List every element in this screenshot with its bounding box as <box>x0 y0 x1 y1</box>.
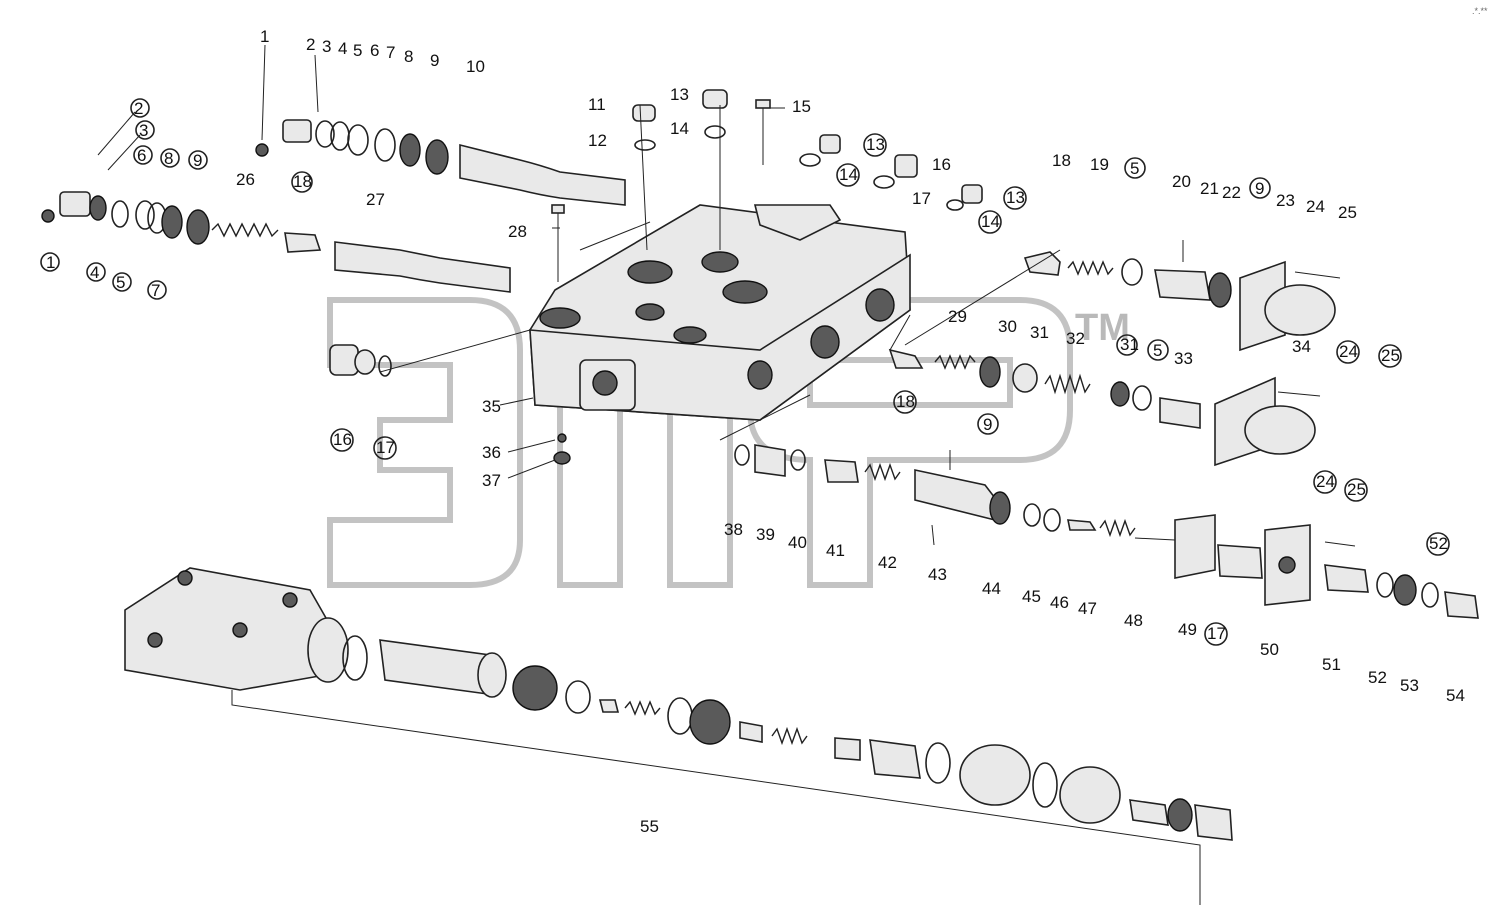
part-label: 54 <box>1446 686 1465 705</box>
part-label: 36 <box>482 443 501 462</box>
part-label: 25 <box>1381 346 1400 365</box>
part-label: 31 <box>1120 335 1139 354</box>
part-label: 35 <box>482 397 501 416</box>
part-label: 18 <box>1052 151 1071 170</box>
part-label: 1 <box>260 27 269 46</box>
part-label: 25 <box>1347 480 1366 499</box>
part-label: 5 <box>1153 341 1162 360</box>
part-label: 44 <box>982 579 1001 598</box>
part-label: 29 <box>948 307 967 326</box>
part-label: 13 <box>866 135 885 154</box>
part-label: 42 <box>878 553 897 572</box>
valve-body <box>529 204 911 421</box>
left-side-fittings <box>329 344 571 465</box>
part-label: 55 <box>640 817 659 836</box>
right-middle-assembly <box>888 348 1321 467</box>
part-labels: 1 2 3 4 5 6 7 8 9 10 2 3 6 8 9 1 4 5 7 2… <box>40 27 1465 836</box>
part-label: 24 <box>1339 342 1358 361</box>
part-label: 5 <box>353 41 362 60</box>
part-label: 30 <box>998 317 1017 336</box>
part-label: 4 <box>338 39 347 58</box>
part-label: 27 <box>366 190 385 209</box>
part-label: 9 <box>193 151 202 170</box>
part-label: 50 <box>1260 640 1279 659</box>
part-label: 53 <box>1400 676 1419 695</box>
lower-right-assembly <box>734 444 1479 619</box>
part-label: 8 <box>404 47 413 66</box>
top-fittings <box>551 89 983 282</box>
part-label: 7 <box>151 281 160 300</box>
part-label: 37 <box>482 471 501 490</box>
part-label: 7 <box>386 43 395 62</box>
part-label: 14 <box>981 212 1000 231</box>
part-label: 22 <box>1222 183 1241 202</box>
part-label: 5 <box>1130 159 1139 178</box>
part-label: 46 <box>1050 593 1069 612</box>
part-label: 33 <box>1174 349 1193 368</box>
part-label: 13 <box>670 85 689 104</box>
part-label: 9 <box>983 415 992 434</box>
svg-text:.*.**: .*.** <box>1472 6 1488 16</box>
part-label: 16 <box>333 430 352 449</box>
part-label: 14 <box>839 165 858 184</box>
part-label: 1 <box>46 253 55 272</box>
part-label: 3 <box>139 121 148 140</box>
relief-valve-assembly <box>124 567 1233 905</box>
part-label: 24 <box>1316 472 1335 491</box>
part-label: 34 <box>1292 337 1311 356</box>
left-spool-assembly <box>41 191 511 293</box>
part-label: 38 <box>724 520 743 539</box>
part-label: 16 <box>932 155 951 174</box>
part-label: 40 <box>788 533 807 552</box>
part-label: 41 <box>826 541 845 560</box>
part-label: 39 <box>756 525 775 544</box>
leader-lines <box>97 44 1176 541</box>
part-label: 18 <box>293 172 312 191</box>
part-label: 26 <box>236 170 255 189</box>
part-label: 23 <box>1276 191 1295 210</box>
part-label: 9 <box>1255 179 1264 198</box>
part-label: 15 <box>792 97 811 116</box>
part-label: 51 <box>1322 655 1341 674</box>
part-label: 52 <box>1429 534 1448 553</box>
part-label: 5 <box>116 273 125 292</box>
part-label: 52 <box>1368 668 1387 687</box>
part-label: 17 <box>1207 624 1226 643</box>
upper-spool-assembly <box>255 119 626 206</box>
part-label: 21 <box>1200 179 1219 198</box>
part-label: 17 <box>912 189 931 208</box>
part-label: 32 <box>1066 329 1085 348</box>
part-label: 48 <box>1124 611 1143 630</box>
part-label: 14 <box>670 119 689 138</box>
part-label: 24 <box>1306 197 1325 216</box>
part-label: 45 <box>1022 587 1041 606</box>
part-label: 11 <box>588 95 606 114</box>
part-label: 17 <box>376 438 395 457</box>
part-label: 6 <box>137 146 146 165</box>
svg-text:TM: TM <box>1075 307 1130 349</box>
part-label: 13 <box>1006 188 1025 207</box>
part-label: 2 <box>306 35 315 54</box>
part-label: 18 <box>896 392 915 411</box>
part-label: 8 <box>164 149 173 168</box>
part-label: 19 <box>1090 155 1109 174</box>
right-upper-assembly <box>1023 240 1341 352</box>
part-label: 4 <box>90 263 99 282</box>
part-label: 47 <box>1078 599 1097 618</box>
part-label: 28 <box>508 222 527 241</box>
part-label: 10 <box>466 57 485 76</box>
part-label: 12 <box>588 131 607 150</box>
corner-mark: .*.** <box>1472 6 1488 16</box>
part-label: 6 <box>370 41 379 60</box>
part-label: 43 <box>928 565 947 584</box>
part-label: 2 <box>134 99 143 118</box>
part-label: 3 <box>322 37 331 56</box>
part-label: 20 <box>1172 172 1191 191</box>
part-label: 25 <box>1338 203 1357 222</box>
part-label: 31 <box>1030 323 1049 342</box>
part-label: 49 <box>1178 620 1197 639</box>
part-label: 9 <box>430 51 439 70</box>
